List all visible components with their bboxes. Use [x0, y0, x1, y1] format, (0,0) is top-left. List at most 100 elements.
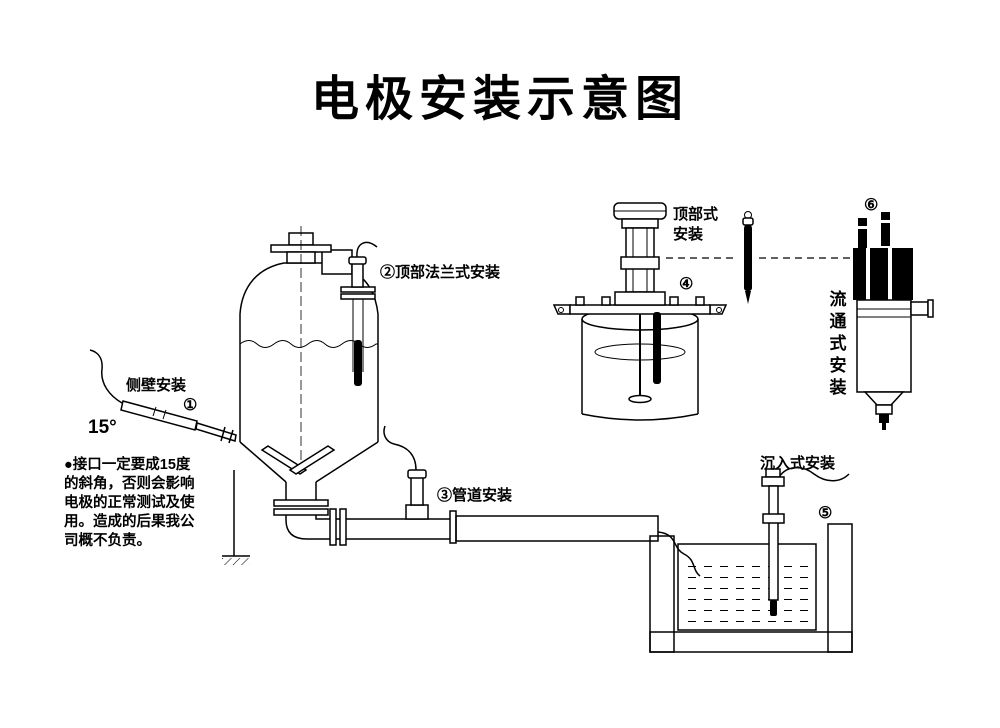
pipe-bottom-line: [285, 515, 452, 540]
electrode-tip: [195, 422, 237, 442]
pit-water: [681, 558, 813, 628]
lid-bolt: [695, 296, 705, 306]
pipeline-electrode: [383, 425, 429, 520]
tank-top-cap: [321, 249, 353, 275]
diagram-title: 电极安装示意图: [311, 73, 689, 126]
electrode-cable: [89, 349, 123, 404]
ground-hatch: [222, 558, 250, 565]
motor-coupling: [620, 256, 660, 270]
cell-head-block: [853, 248, 913, 300]
label-number-4: ④: [679, 276, 693, 293]
wall-boss: [228, 429, 234, 444]
pipeline: ③管道安装: [285, 425, 701, 577]
flow-char: 安: [830, 355, 847, 375]
installation-warning-note: ●接口一定要成15度 的斜角，否则会影响 电极的正常测试及使 用。造成的后果我公…: [64, 456, 236, 551]
head-slit: [888, 248, 892, 300]
tank-dome-left: [239, 262, 322, 315]
main-tank: ②顶部法兰式安装: [222, 226, 501, 565]
electrode-tube: [768, 485, 779, 601]
pipe-drop-hose: [657, 531, 701, 577]
flow-through-cell: ⑥ 流 通 式 安 装: [829, 197, 934, 430]
sump-pit: [649, 523, 853, 653]
nozzle-tip: [882, 423, 886, 430]
nozzle-band: [879, 414, 889, 423]
spare-electrode-tip: [745, 291, 751, 304]
cell-connector: [881, 212, 890, 246]
label-top-type-install-line2: 安装: [673, 225, 704, 243]
label-top-flange-install: ②顶部法兰式安装: [380, 263, 501, 281]
pit-right-wall: [827, 523, 853, 653]
electrode-cable: [778, 466, 850, 482]
electrode-tip: [770, 600, 777, 616]
label-submerged-install: 沉入式安装: [760, 454, 836, 472]
top-mount-vessel: 顶部式 安装 ④: [552, 202, 728, 421]
pipe-flange-bar: [339, 508, 347, 546]
top-flange-electrode: [340, 241, 378, 386]
label-top-type-install-line1: 顶部式: [673, 205, 718, 223]
label-number-5: ⑤: [818, 505, 832, 522]
lid-bolt: [575, 296, 585, 306]
electrode-cap: [407, 469, 427, 479]
tank-cone-right: [315, 441, 379, 483]
mount-clamp: [762, 513, 785, 524]
lid-bolt: [601, 296, 611, 306]
lid-plate: [569, 304, 711, 315]
lug-bolt: [558, 307, 564, 313]
label-side-wall-install: 侧壁安装: [126, 376, 187, 394]
outlet-flange: [273, 508, 329, 516]
cell-taper: [863, 391, 905, 406]
electrode-band: [152, 406, 157, 417]
pipe-hatched-segment: [455, 515, 659, 542]
lid-bolt: [669, 296, 679, 306]
submerged-electrode: 沉入式安装 ⑤: [760, 454, 850, 616]
flow-char: 式: [830, 333, 847, 353]
flow-char: 流: [830, 289, 847, 309]
cell-body: [856, 299, 912, 393]
cell-connector: [858, 218, 867, 248]
electrode-flange: [340, 293, 376, 300]
tank-cone-left: [239, 441, 287, 483]
vessel-electrode: [653, 312, 661, 384]
lug-bolt: [716, 307, 722, 313]
pit-bottom: [649, 631, 853, 653]
connector-band: [881, 220, 890, 223]
motor-base: [614, 291, 666, 306]
note-line: 司概不负责。: [64, 533, 151, 549]
electrode-cable: [356, 241, 378, 258]
electrode-band: [162, 409, 167, 420]
electrode-tip: [354, 340, 362, 386]
electrode-link: [666, 211, 852, 304]
cell-nozzle: [875, 404, 893, 415]
vessel-bottom: [581, 413, 699, 421]
shaft-paddle: [628, 394, 652, 404]
motor-collar: [621, 218, 659, 229]
pipe-flange-bar: [329, 508, 337, 546]
label-flow-through-install: 流 通 式 安 装: [829, 289, 847, 397]
outlet-flange: [273, 499, 329, 507]
electrode-head: [351, 262, 364, 288]
electrode-body: [120, 400, 198, 431]
flow-char: 通: [830, 312, 847, 331]
outlet-cap: [927, 299, 934, 318]
label-pipeline-install: ③管道安装: [437, 486, 513, 504]
note-line: 的斜角，否则会影响: [64, 476, 195, 492]
electrode-cable: [383, 425, 417, 471]
stirrer-blade: [288, 445, 336, 475]
electrode-collar: [761, 476, 785, 487]
pit-left-wall: [649, 535, 675, 653]
pipe-end-bar: [449, 510, 457, 544]
note-line: 用。造成的后果我公: [64, 514, 195, 530]
label-angle-15deg: 15°: [88, 417, 117, 438]
electrode-cap: [742, 217, 754, 226]
electrode-body: [410, 476, 424, 506]
head-slit: [866, 248, 870, 300]
note-line: 电极的正常测试及使: [64, 495, 195, 511]
wall-boss: [220, 426, 226, 442]
label-number-6: ⑥: [864, 197, 878, 214]
note-line: ●接口一定要成15度: [64, 457, 191, 473]
spare-electrode-body: [744, 225, 752, 291]
tee-fitting: [405, 504, 429, 520]
cell-outlet: [910, 301, 929, 316]
